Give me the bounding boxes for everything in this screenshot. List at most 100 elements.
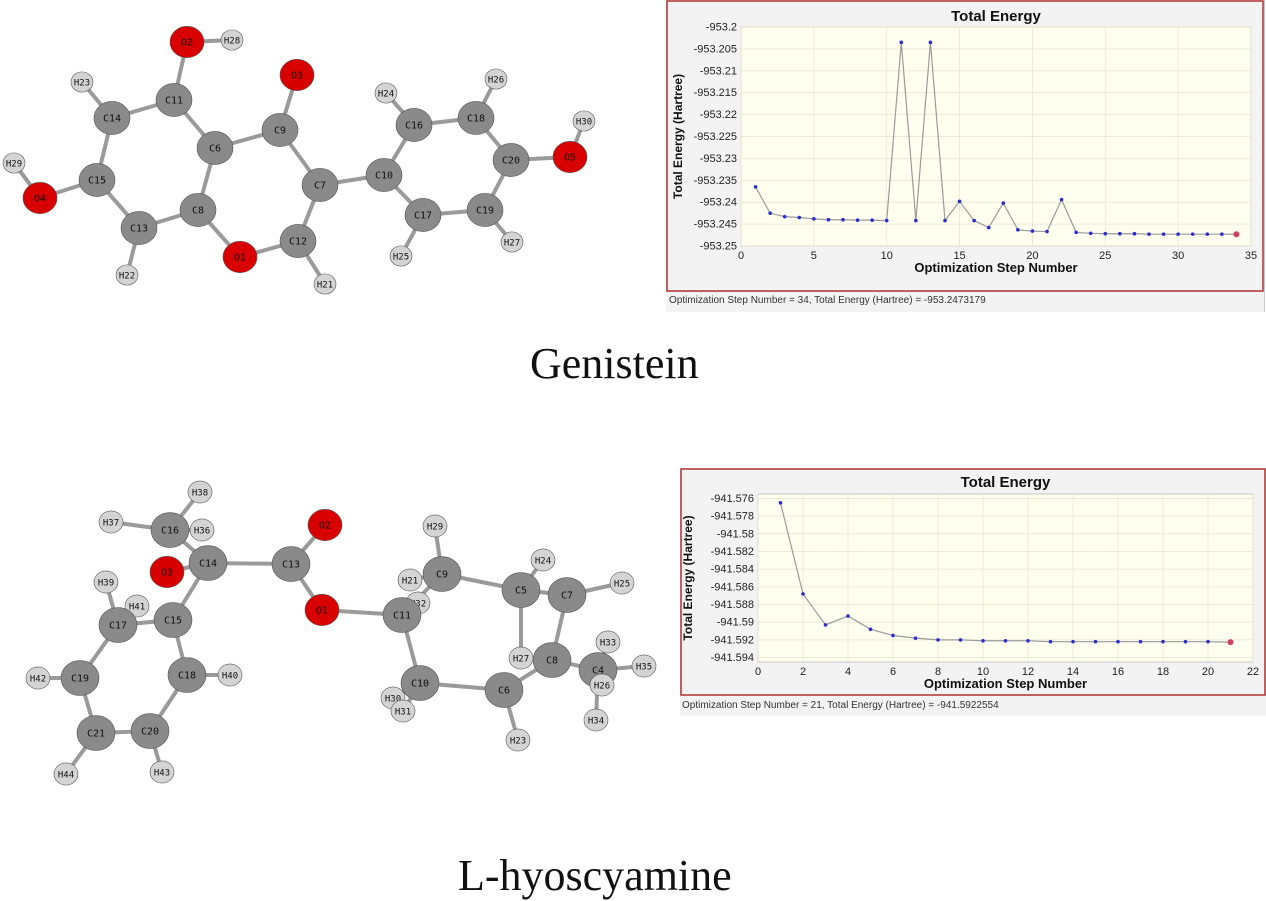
atom-label: H31 xyxy=(395,708,411,718)
atom-h35: H35 xyxy=(631,654,657,678)
atom-label: C11 xyxy=(393,611,411,622)
atom-label: C20 xyxy=(502,156,520,167)
atom-label: C12 xyxy=(289,237,307,248)
atom-c6: C6 xyxy=(484,672,524,708)
atom-h34: H34 xyxy=(583,708,609,732)
atom-h39: H39 xyxy=(93,570,119,594)
data-point xyxy=(826,217,831,222)
data-point xyxy=(782,214,787,219)
x-tick-label: 2 xyxy=(800,666,806,678)
atom-label: C4 xyxy=(592,666,604,677)
atom-h21: H21 xyxy=(397,568,423,592)
atom-h23: H23 xyxy=(70,71,94,93)
l-hyoscyamine-caption: L-hyoscyamine xyxy=(458,851,732,900)
data-point xyxy=(891,633,895,638)
atom-c15: C15 xyxy=(78,163,116,197)
chart-title: Total Energy xyxy=(951,8,1041,25)
atom-h22: H22 xyxy=(115,264,139,286)
data-point xyxy=(943,218,947,223)
atom-h24: H24 xyxy=(374,82,398,104)
data-point xyxy=(913,636,918,640)
data-point xyxy=(1138,639,1143,644)
x-tick-label: 10 xyxy=(977,666,989,678)
atom-label: H39 xyxy=(98,579,114,589)
y-tick-label: -941.58 xyxy=(717,528,754,540)
atom-label: C9 xyxy=(436,570,448,581)
atom-c18: C18 xyxy=(167,657,207,693)
x-tick-label: 0 xyxy=(738,250,744,262)
data-point xyxy=(812,217,816,221)
data-point xyxy=(753,185,758,189)
atom-label: H29 xyxy=(427,523,443,533)
atom-c21: C21 xyxy=(76,715,116,751)
atom-label: O3 xyxy=(161,568,173,579)
atom-o3: O3 xyxy=(149,556,185,588)
atom-label: C16 xyxy=(405,121,423,132)
atom-label: C20 xyxy=(141,727,159,738)
data-point xyxy=(1183,639,1188,644)
atom-c15: C15 xyxy=(153,602,193,638)
x-tick-label: 16 xyxy=(1112,666,1124,678)
atom-h23: H23 xyxy=(505,728,531,752)
x-tick-label: 25 xyxy=(1099,250,1111,262)
atom-h40: H40 xyxy=(217,663,243,687)
atom-c7: C7 xyxy=(301,168,339,202)
data-point xyxy=(957,199,962,204)
atom-label: C13 xyxy=(282,560,300,571)
atom-label: C18 xyxy=(467,114,485,125)
atom-label: H26 xyxy=(594,682,610,692)
atom-h21: H21 xyxy=(313,273,337,295)
chart1-status: Optimization Step Number = 34, Total Ene… xyxy=(669,295,986,306)
data-point xyxy=(928,40,933,45)
atom-h24: H24 xyxy=(530,548,556,572)
atom-c17: C17 xyxy=(404,198,442,232)
x-tick-label: 20 xyxy=(1202,666,1214,678)
atom-o2: O2 xyxy=(307,509,343,541)
x-tick-label: 14 xyxy=(1067,666,1079,678)
atom-label: O1 xyxy=(316,606,328,617)
final-point xyxy=(1227,639,1234,646)
data-point xyxy=(768,211,772,215)
atom-label: O3 xyxy=(291,71,303,82)
atom-c16: C16 xyxy=(150,512,190,548)
data-point xyxy=(986,225,991,230)
atom-c5: C5 xyxy=(501,572,541,608)
y-tick-label: -953.24 xyxy=(700,197,737,209)
data-point xyxy=(1030,229,1035,233)
atom-c11: C11 xyxy=(155,83,193,117)
atom-label: H42 xyxy=(30,675,46,685)
atom-h30: H30 xyxy=(572,110,596,132)
data-point xyxy=(1016,227,1020,232)
x-tick-label: 10 xyxy=(881,250,893,262)
atom-label: H30 xyxy=(385,695,401,705)
atom-label: H24 xyxy=(535,557,551,567)
atom-c11: C11 xyxy=(382,597,422,633)
atom-label: H22 xyxy=(119,272,135,282)
atom-label: C14 xyxy=(199,559,217,570)
y-tick-label: -953.21 xyxy=(700,65,737,77)
atom-label: C15 xyxy=(88,176,106,187)
atom-label: C10 xyxy=(375,171,393,182)
atom-h37: H37 xyxy=(98,510,124,534)
atom-label: C6 xyxy=(498,686,510,697)
atom-label: C5 xyxy=(515,586,527,597)
data-point xyxy=(823,623,828,627)
atom-label: O2 xyxy=(319,521,331,532)
y-tick-label: -953.2 xyxy=(706,22,737,34)
atom-label: H32 xyxy=(410,600,426,610)
data-point xyxy=(1103,231,1108,236)
x-axis-label: Optimization Step Number xyxy=(924,676,1087,691)
data-point xyxy=(801,592,805,596)
atom-label: C19 xyxy=(476,206,494,217)
atom-c20: C20 xyxy=(130,713,170,749)
data-point xyxy=(1116,639,1120,644)
atom-label: O5 xyxy=(564,153,576,164)
atom-c14: C14 xyxy=(188,545,228,581)
genistein-caption: Genistein xyxy=(530,339,699,388)
data-point xyxy=(914,218,918,223)
atom-c16: C16 xyxy=(395,108,433,142)
atom-label: H35 xyxy=(636,663,652,673)
energy-series-line xyxy=(755,42,1237,235)
